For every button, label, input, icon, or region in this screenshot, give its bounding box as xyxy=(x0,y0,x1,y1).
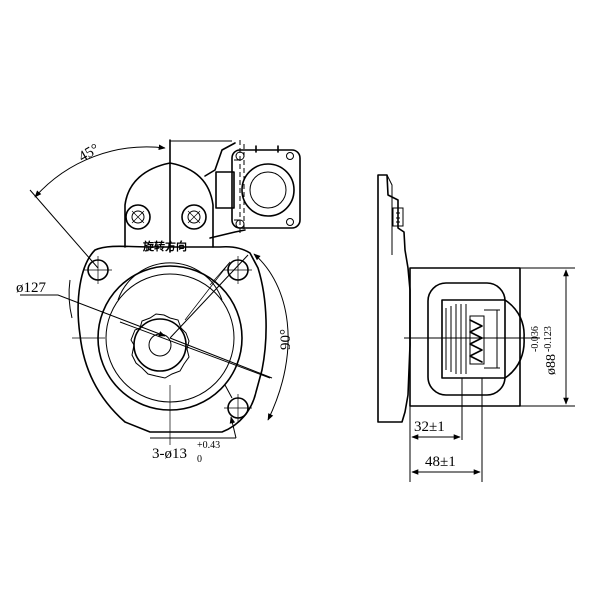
holes-leader-line xyxy=(150,384,236,439)
side-flange-inner xyxy=(386,174,393,255)
dim-48-label: 48±1 xyxy=(425,454,456,470)
boss-to-solenoid xyxy=(204,142,236,177)
holes-tol-upper: +0.43 xyxy=(197,440,220,451)
pilot-diameter-label: ø127 xyxy=(16,280,47,296)
holes-leader xyxy=(229,416,237,439)
front-view: 45° 90° ø127 旋转方向 3-ø13 +0.43 0 xyxy=(16,139,301,465)
angle-90-leader-a xyxy=(169,337,273,379)
rotation-note: 旋转方向 xyxy=(142,239,187,253)
pilot-diameter-cross xyxy=(119,321,271,379)
diameter-88-label: ø88 xyxy=(544,354,559,375)
mount-hole-right xyxy=(224,256,252,284)
angle-45-leader xyxy=(29,189,99,269)
mount-hole-left xyxy=(84,256,112,284)
solenoid-terminal xyxy=(215,140,301,236)
pinion-side xyxy=(441,299,525,379)
pinion-gear xyxy=(130,313,190,379)
flange-detail-lines xyxy=(184,261,231,321)
dim-32-label: 32±1 xyxy=(414,419,445,435)
holes-tol-lower: 0 xyxy=(197,454,202,465)
nose-housing xyxy=(409,267,521,407)
angle-90-arc xyxy=(253,253,289,421)
upper-stud-left xyxy=(125,204,151,230)
angle-45-label: 45° xyxy=(76,141,102,165)
side-view: ø88 -0.036 -0.123 32±1 48±1 xyxy=(377,174,575,482)
boss-rib xyxy=(209,229,246,239)
holes-label: 3-ø13 xyxy=(152,446,187,462)
spring xyxy=(469,319,483,363)
angle-90-label: 90° xyxy=(278,329,294,350)
mount-hole-bottom xyxy=(224,394,252,422)
angle-90-leader-b xyxy=(169,254,249,339)
pilot-diameter-leader xyxy=(20,294,166,337)
side-stud xyxy=(392,207,404,227)
side-stud-threads xyxy=(396,212,400,223)
pilot-inner-arc xyxy=(117,262,223,301)
angle-45-arc xyxy=(34,144,166,198)
nose-opening xyxy=(427,282,506,396)
diameter-88-tol-upper: -0.036 xyxy=(530,326,541,352)
diameter-88-tol-lower: -0.123 xyxy=(543,326,554,352)
upper-stud-right xyxy=(181,204,207,230)
side-flange-profile xyxy=(377,174,411,423)
